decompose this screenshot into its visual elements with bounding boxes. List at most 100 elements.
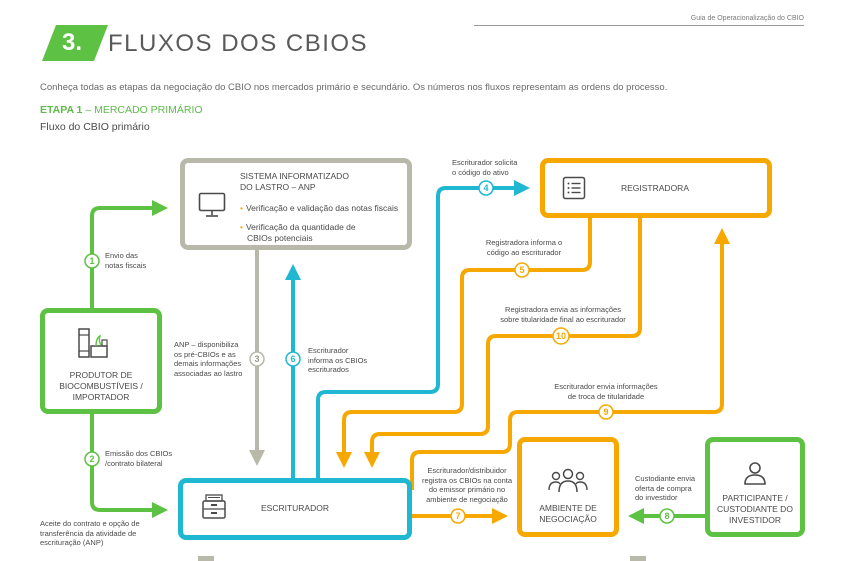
step-label-3-line1: ANP – disponibiliza bbox=[174, 340, 239, 349]
step-label-5: Registradora informa o código ao escritu… bbox=[472, 238, 576, 257]
step-label-10-line1: Registradora envia as informações bbox=[505, 305, 621, 314]
connector-step-2 bbox=[90, 414, 168, 518]
step-label-1: Envio das notas fiscais bbox=[105, 251, 146, 270]
step-circle-3 bbox=[249, 351, 265, 367]
filing-cabinet-icon bbox=[202, 494, 226, 519]
connector-step-10 bbox=[364, 218, 642, 468]
step-num-1: 1 bbox=[89, 256, 95, 266]
step-circle-9 bbox=[598, 404, 614, 420]
ambiente-title: AMBIENTE DE NEGOCIAÇÃO bbox=[522, 503, 614, 525]
step-label-9: Escriturador envia informações de troca … bbox=[546, 382, 666, 401]
escriturador-title: ESCRITURADOR bbox=[260, 503, 329, 513]
step-label-9-line2: de troca de titularidade bbox=[567, 391, 645, 401]
produtor-title-line2: BIOCOMBUSTÍVEIS / bbox=[59, 381, 143, 391]
step-label-1-line2: notas fiscais bbox=[105, 260, 147, 270]
step-label-7-line3: do emissor primário no bbox=[428, 485, 506, 494]
footnote-line1: Aceite do contrato e opção de bbox=[40, 519, 140, 528]
etapa-rest: – MERCADO PRIMÁRIO bbox=[82, 104, 203, 116]
step-circle-8 bbox=[659, 508, 675, 524]
footer-mark-right bbox=[630, 556, 646, 561]
person-icon bbox=[744, 462, 766, 485]
sistema-title-line1: SISTEMA INFORMATIZADO bbox=[240, 171, 349, 181]
connector-step-5 bbox=[336, 218, 592, 468]
connector-step-1 bbox=[90, 200, 168, 308]
step-num-4: 4 bbox=[483, 183, 489, 193]
connector-step-9 bbox=[410, 228, 730, 490]
step-num-10: 10 bbox=[555, 331, 566, 341]
step-label-4-line1: Escriturador solicita bbox=[452, 158, 518, 167]
step-label-6-line1: Escriturador bbox=[308, 346, 349, 355]
step-label-5-line2: código ao escriturador bbox=[486, 247, 562, 257]
sistema-bullet-2-line2: CBIOs potenciais bbox=[247, 233, 313, 243]
ambiente-title-line2: NEGOCIAÇÃO bbox=[539, 514, 597, 524]
etapa-heading: ETAPA 1 – MERCADO PRIMÁRIO bbox=[40, 104, 203, 116]
header-divider bbox=[474, 25, 804, 26]
step-label-3: ANP – disponibiliza os pré-CBIOs e as de… bbox=[174, 340, 242, 378]
step-label-4-line2: o código do ativo bbox=[452, 167, 509, 177]
step-num-5: 5 bbox=[519, 265, 525, 275]
guide-title: Guia de Operacionalização do CBIO bbox=[690, 15, 804, 22]
step-circle-1 bbox=[84, 253, 100, 269]
section-number: 3. bbox=[62, 29, 83, 56]
ambiente-title-line1: AMBIENTE DE bbox=[539, 503, 597, 513]
node-ambiente-negociacao bbox=[517, 437, 619, 537]
step-num-8: 8 bbox=[664, 511, 670, 521]
step-label-6-line3: escriturados bbox=[308, 365, 349, 374]
step-label-7-line4: ambiente de negociação bbox=[426, 494, 508, 504]
step-label-6-line2: informa os CBIOs bbox=[308, 355, 368, 365]
footnote-line2: transferência da atividade de bbox=[40, 528, 137, 538]
step-label-8-line3: do investidor bbox=[635, 493, 678, 502]
node-produtor bbox=[40, 308, 162, 414]
step-label-10: Registradora envia as informações sobre … bbox=[490, 305, 636, 324]
connector-step-4 bbox=[316, 180, 530, 478]
step-label-8-line1: Custodiante envia bbox=[635, 474, 696, 483]
participante-title-line3: INVESTIDOR bbox=[729, 515, 781, 525]
sistema-bullet-1: Verificação e validação das notas fiscai… bbox=[240, 203, 398, 214]
step-circle-4 bbox=[478, 180, 494, 196]
step-label-2-line1: Emissão dos CBIOs bbox=[105, 449, 173, 458]
diagram-subtitle: Fluxo do CBIO primário bbox=[40, 121, 150, 133]
step-label-3-line2: os pré-CBIOs e as bbox=[174, 349, 236, 359]
step-label-1-line1: Envio das bbox=[105, 251, 138, 260]
step-label-9-line1: Escriturador envia informações bbox=[554, 382, 658, 391]
footer-mark-left bbox=[198, 556, 214, 561]
step-label-7: Escriturador/distribuidor registra os CB… bbox=[418, 466, 516, 504]
footnote-aceite: Aceite do contrato e opção de transferên… bbox=[40, 519, 140, 548]
step-label-8-line2: oferta de compra bbox=[635, 483, 692, 493]
step-num-2: 2 bbox=[89, 454, 95, 464]
sistema-bullet-2: Verificação da quantidade de bbox=[240, 222, 356, 233]
step-num-3: 3 bbox=[254, 354, 260, 364]
sistema-title-line2: DO LASTRO – ANP bbox=[240, 182, 316, 192]
step-label-5-line1: Registradora informa o bbox=[485, 238, 563, 247]
footnote-line3: escrituração (ANP) bbox=[40, 538, 104, 547]
step-label-4: Escriturador solicita o código do ativo bbox=[452, 158, 517, 177]
step-circle-6 bbox=[285, 351, 301, 367]
step-label-6: Escriturador informa os CBIOs escriturad… bbox=[308, 346, 367, 375]
produtor-title: PRODUTOR DE BIOCOMBUSTÍVEIS / IMPORTADOR bbox=[45, 370, 157, 403]
step-num-9: 9 bbox=[603, 407, 609, 417]
list-document-icon bbox=[562, 176, 586, 200]
participante-title: PARTICIPANTE / CUSTODIANTE DO INVESTIDOR bbox=[710, 493, 800, 526]
participante-title-line1: PARTICIPANTE / bbox=[722, 493, 788, 503]
section-title: FLUXOS DOS CBIOS bbox=[108, 30, 369, 57]
produtor-title-line1: PRODUTOR DE bbox=[69, 370, 133, 380]
sistema-bullet-1-text: Verificação e validação das notas fiscai… bbox=[245, 203, 399, 213]
step-label-7-line2: registra os CBIOs na conta bbox=[421, 475, 513, 485]
node-participante bbox=[705, 437, 805, 537]
step-circle-5 bbox=[514, 262, 530, 278]
step-circle-10 bbox=[552, 327, 570, 345]
produtor-title-line3: IMPORTADOR bbox=[72, 392, 130, 402]
sistema-bullet-2-text: Verificação da quantidade de bbox=[245, 222, 356, 232]
participante-title-line2: CUSTODIANTE DO bbox=[717, 504, 793, 514]
step-label-3-line4: associadas ao lastro bbox=[174, 368, 243, 378]
step-circle-7 bbox=[450, 508, 466, 524]
people-group-icon bbox=[548, 468, 588, 493]
registradora-title: REGISTRADORA bbox=[620, 183, 689, 193]
step-label-3-line3: demais informações bbox=[174, 359, 242, 368]
step-num-7: 7 bbox=[455, 511, 461, 521]
factory-icon bbox=[78, 328, 108, 358]
step-circle-2 bbox=[84, 451, 100, 467]
step-label-2: Emissão dos CBIOs /contrato bilateral bbox=[105, 449, 172, 468]
